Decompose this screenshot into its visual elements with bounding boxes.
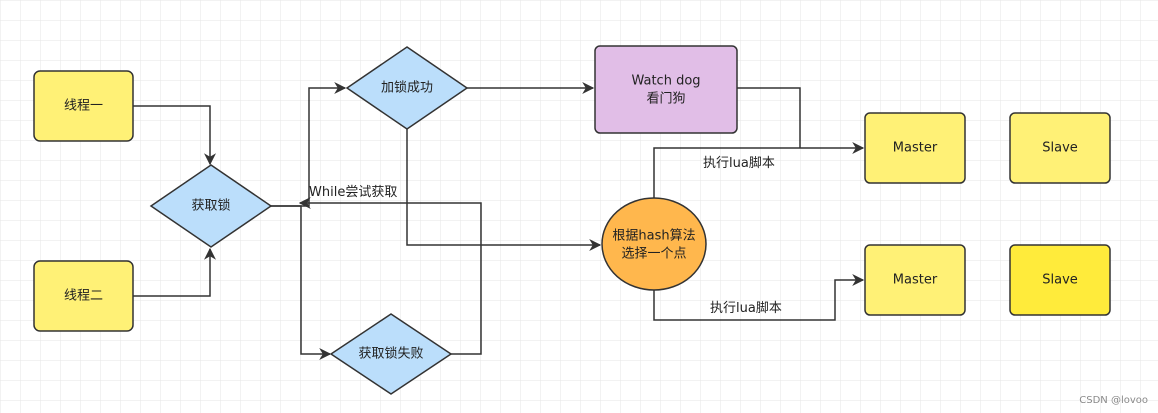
thread2-node[interactable]: 线程二 (33, 260, 134, 332)
thread1-node[interactable]: 线程一 (33, 70, 134, 142)
edge-hash-to-master-bottom[interactable] (653, 274, 865, 321)
edge-success-to-hash[interactable] (406, 128, 602, 251)
lock-success-label: 加锁成功 (381, 80, 433, 96)
get-lock-label: 获取锁 (191, 198, 230, 214)
edge-fail-retry[interactable] (298, 197, 482, 355)
edge-thread2-to-get-lock[interactable] (133, 247, 216, 297)
edge-watchdog-to-master[interactable] (737, 87, 801, 148)
hash-select-node[interactable]: 根据hash算法 选择一个点 (601, 197, 707, 291)
slave-bottom-label: Slave (1042, 273, 1078, 288)
lua-top-label: 执行lua脚本 (703, 155, 775, 171)
edge-thread1-to-get-lock[interactable] (133, 105, 216, 166)
hash-select-label-line1: 根据hash算法 (612, 229, 695, 244)
hash-select-label-line2: 选择一个点 (621, 247, 686, 262)
lock-success-node[interactable]: 加锁成功 (345, 46, 469, 130)
edge-hash-to-master-top[interactable] (653, 142, 865, 198)
master-top-node[interactable]: Master (864, 112, 966, 184)
master-bottom-node[interactable]: Master (864, 244, 966, 316)
master-top-label: Master (893, 141, 938, 156)
thread2-label: 线程二 (64, 289, 103, 304)
lock-fail-label: 获取锁失败 (358, 346, 423, 362)
master-bottom-label: Master (893, 273, 938, 288)
slave-bottom-node[interactable]: Slave (1009, 244, 1111, 316)
slave-top-node[interactable]: Slave (1009, 112, 1111, 184)
edges (133, 82, 865, 360)
watchdog-label-line1: Watch dog (631, 74, 700, 89)
thread1-label: 线程一 (64, 99, 103, 114)
watermark: CSDN @lovoo (1079, 395, 1148, 406)
lua-bottom-label: 执行lua脚本 (710, 300, 782, 316)
watchdog-node[interactable]: Watch dog 看门狗 (594, 45, 738, 134)
retry-label: While尝试获取 (309, 185, 397, 200)
slave-top-label: Slave (1042, 141, 1078, 156)
watchdog-label-line2: 看门狗 (646, 91, 685, 107)
lock-fail-node[interactable]: 获取锁失败 (329, 313, 453, 395)
get-lock-node[interactable]: 获取锁 (149, 164, 273, 248)
edge-get-lock-to-fail[interactable] (271, 205, 332, 360)
